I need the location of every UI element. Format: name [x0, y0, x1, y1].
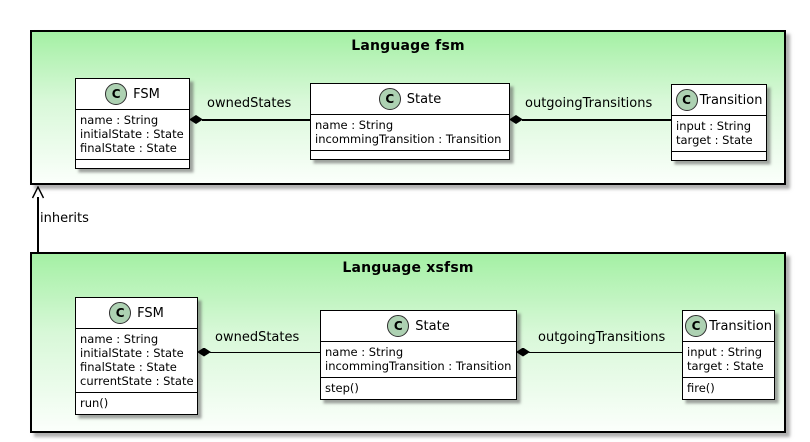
class-name: State [406, 91, 442, 107]
class-circle-icon: C [109, 302, 132, 324]
attribute: initialState : State [80, 127, 184, 141]
class-name: FSM [137, 305, 164, 321]
composition-diamond-icon [509, 115, 523, 124]
association-label: outgoingTransitions [525, 96, 653, 111]
attribute: name : String [80, 113, 159, 127]
attributes-compartment: input : String target : State [672, 115, 766, 151]
attribute: name : String [325, 345, 404, 359]
composition-diamond-icon [197, 347, 211, 357]
attribute: incommingTransition : Transition [325, 359, 512, 373]
attribute: name : String [315, 118, 394, 132]
attributes-compartment: name : String incommingTransition : Tran… [311, 114, 509, 150]
association-label: ownedStates [207, 96, 292, 111]
attribute: input : String [687, 345, 763, 359]
class-circle-icon: C [675, 89, 698, 111]
operations-compartment: fire() [683, 377, 774, 399]
package-title: Language xsfsm [342, 260, 474, 276]
operations-compartment [672, 151, 766, 160]
class-name: State [415, 318, 450, 334]
association-label: outgoingTransitions [538, 330, 666, 345]
class-name: Transition [709, 318, 772, 334]
attribute: name : String [80, 332, 159, 346]
attributes-compartment: name : String incommingTransition : Tran… [321, 341, 516, 377]
attribute: currentState : State [80, 374, 194, 388]
attributes-compartment: name : String initialState : State final… [76, 328, 197, 392]
operations-compartment: run() [76, 392, 197, 414]
association-line-outgoingtransitions-top [522, 119, 671, 121]
attribute: initialState : State [80, 346, 184, 360]
attribute: target : State [687, 359, 764, 373]
class-circle-icon: C [105, 83, 128, 105]
inheritance-arrowhead-icon [31, 186, 45, 199]
class-state-bottom: C State name : String incommingTransitio… [320, 310, 517, 400]
operation: run() [80, 396, 109, 410]
composition-diamond-icon [189, 115, 203, 124]
class-circle-icon: C [387, 315, 410, 337]
attribute: target : State [676, 133, 753, 147]
class-transition-bottom: C Transition input : String target : Sta… [682, 310, 775, 400]
operations-compartment [311, 150, 509, 159]
association-line-ownedstates-top [202, 119, 310, 121]
inheritance-arrow-line [37, 197, 39, 252]
association-line-ownedstates-bottom [210, 351, 320, 353]
attribute: finalState : State [80, 360, 177, 374]
class-circle-icon: C [685, 315, 708, 337]
attribute: incommingTransition : Transition [315, 132, 502, 146]
class-fsm-bottom: C FSM name : String initialState : State… [75, 297, 198, 415]
class-name: FSM [133, 86, 160, 102]
inherits-label: inherits [40, 211, 89, 226]
attribute: input : String [676, 119, 752, 133]
package-title: Language fsm [351, 38, 465, 54]
class-header: C State [311, 84, 509, 114]
operations-compartment: step() [321, 377, 516, 399]
class-header: C FSM [76, 298, 197, 328]
class-header: C Transition [672, 85, 766, 115]
class-state-top: C State name : String incommingTransitio… [310, 83, 510, 160]
association-line-outgoingtransitions-bottom [529, 351, 682, 353]
attributes-compartment: name : String initialState : State final… [76, 109, 189, 159]
operation: step() [325, 381, 359, 395]
attribute: finalState : State [80, 141, 177, 155]
class-fsm-top: C FSM name : String initialState : State… [75, 78, 190, 169]
class-name: Transition [699, 92, 763, 108]
association-label: ownedStates [215, 330, 300, 345]
class-header: C Transition [683, 311, 774, 341]
composition-diamond-icon [516, 347, 530, 357]
operation: fire() [687, 381, 715, 395]
operations-compartment [76, 159, 189, 168]
class-transition-top: C Transition input : String target : Sta… [671, 84, 767, 161]
class-circle-icon: C [378, 88, 401, 110]
class-header: C State [321, 311, 516, 341]
attributes-compartment: input : String target : State [683, 341, 774, 377]
class-header: C FSM [76, 79, 189, 109]
